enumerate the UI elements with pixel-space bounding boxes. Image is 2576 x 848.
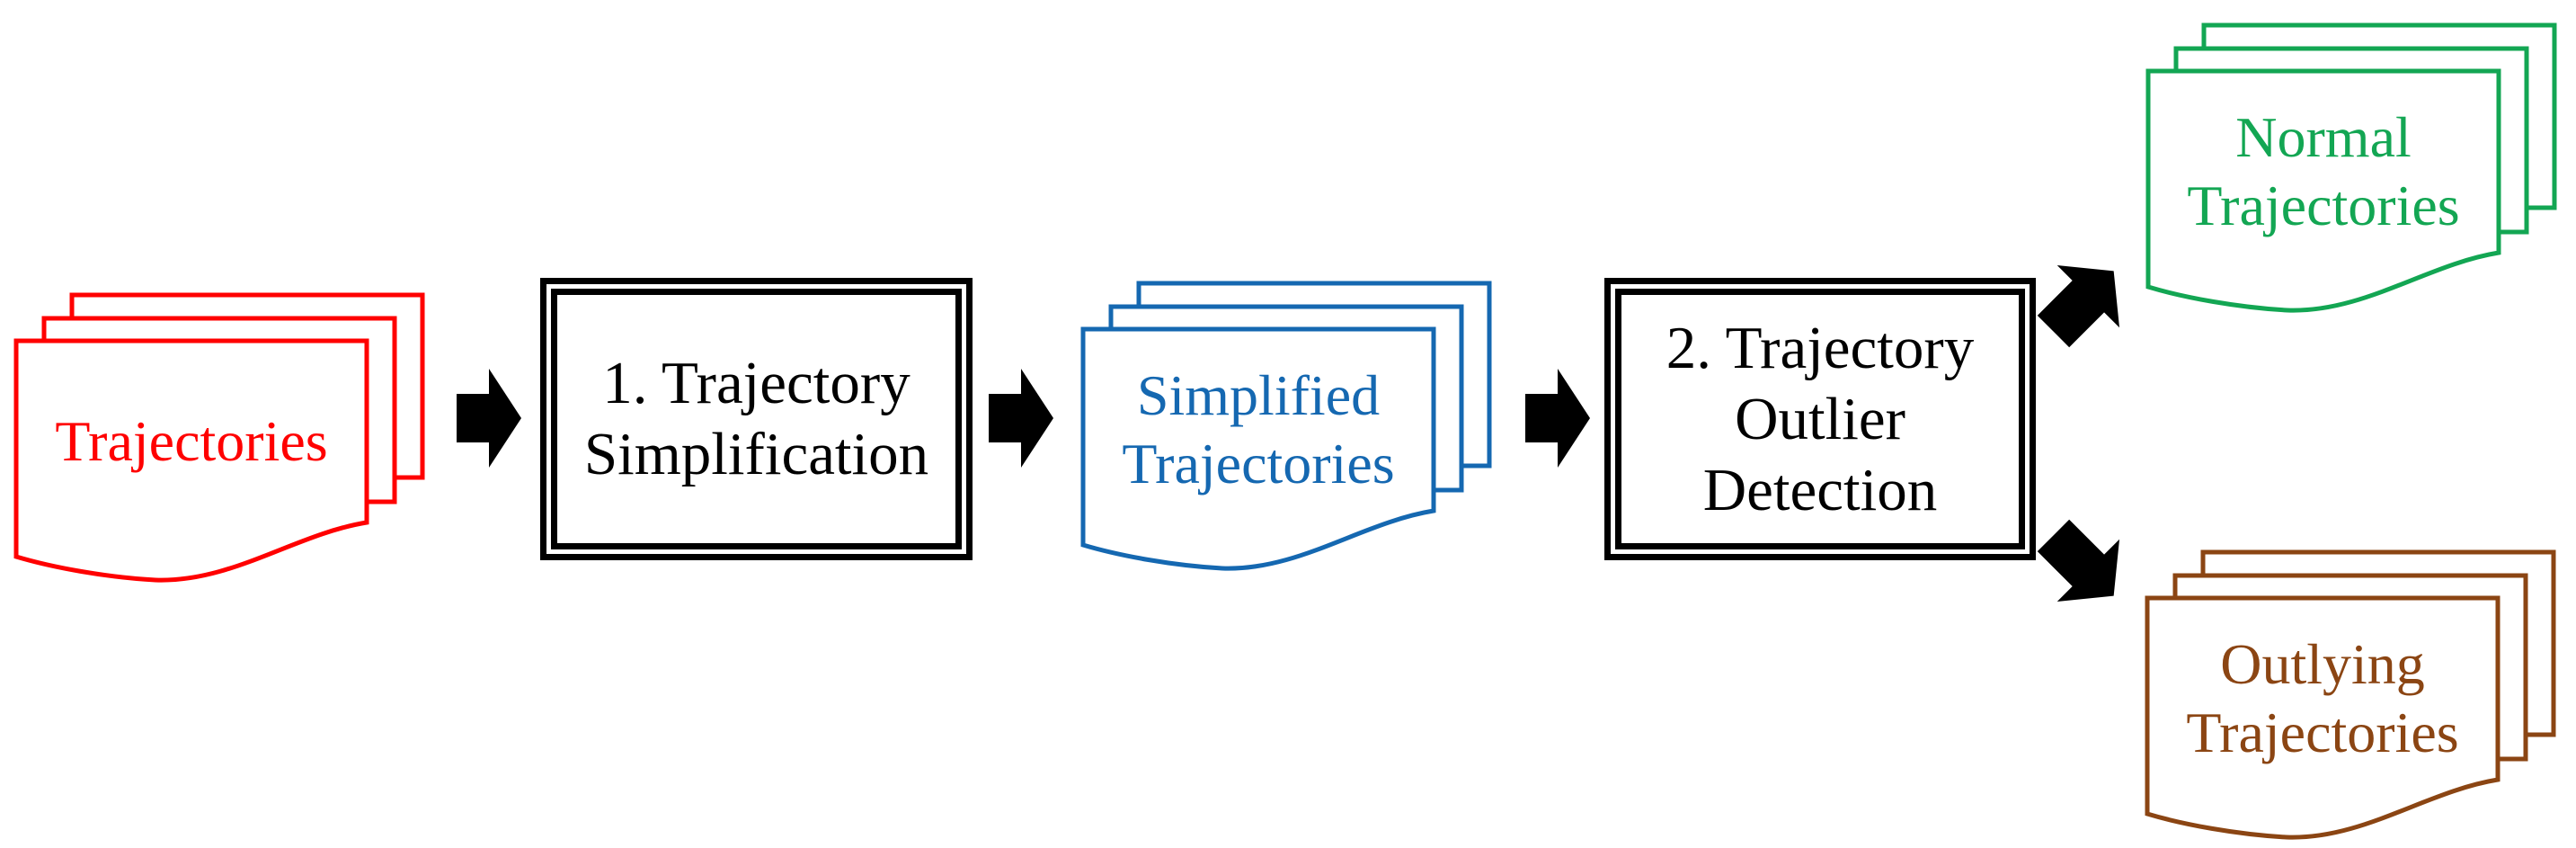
normal-trajectories-stack-label: Normal Trajectories (2187, 105, 2460, 237)
step2-trajectory-outlier-detection-box: 2. Trajectory Outlier Detection (1604, 278, 2036, 560)
arrow-step2-to-outlying-icon (2037, 519, 2120, 603)
simplified-trajectories-stack-label: Simplified Trajectories (1122, 363, 1395, 495)
arrow-step2-to-normal-icon (2037, 264, 2120, 348)
trajectories-stack: Trajectories (13, 292, 427, 592)
document-page-front (13, 338, 369, 583)
document-page-front (1080, 326, 1436, 571)
step1-trajectory-simplification-box: 1. Trajectory Simplification (540, 278, 973, 560)
outlying-trajectories-stack-label: Outlying Trajectories (2186, 632, 2459, 764)
step1-box-label: 1. Trajectory Simplification (551, 289, 962, 549)
document-stack-shape (1080, 281, 1492, 571)
simplified-trajectories-stack: Simplified Trajectories (1080, 281, 1494, 580)
normal-trajectories-stack: Normal Trajectories (2145, 22, 2559, 322)
arrow-input-to-step1-icon (457, 369, 521, 468)
document-page-front (2145, 595, 2500, 840)
outlying-trajectories-stack: Outlying Trajectories (2145, 549, 2558, 848)
trajectories-stack-label: Trajectories (55, 409, 328, 473)
step2-box-label: 2. Trajectory Outlier Detection (1615, 289, 2025, 549)
document-page-front (2145, 68, 2501, 313)
document-stack-shape (2145, 22, 2557, 313)
arrow-step1-to-simplified-icon (989, 369, 1053, 468)
document-stack-shape (13, 292, 425, 583)
document-stack-shape (2145, 549, 2556, 840)
arrow-simplified-to-step2-icon (1525, 369, 1590, 468)
